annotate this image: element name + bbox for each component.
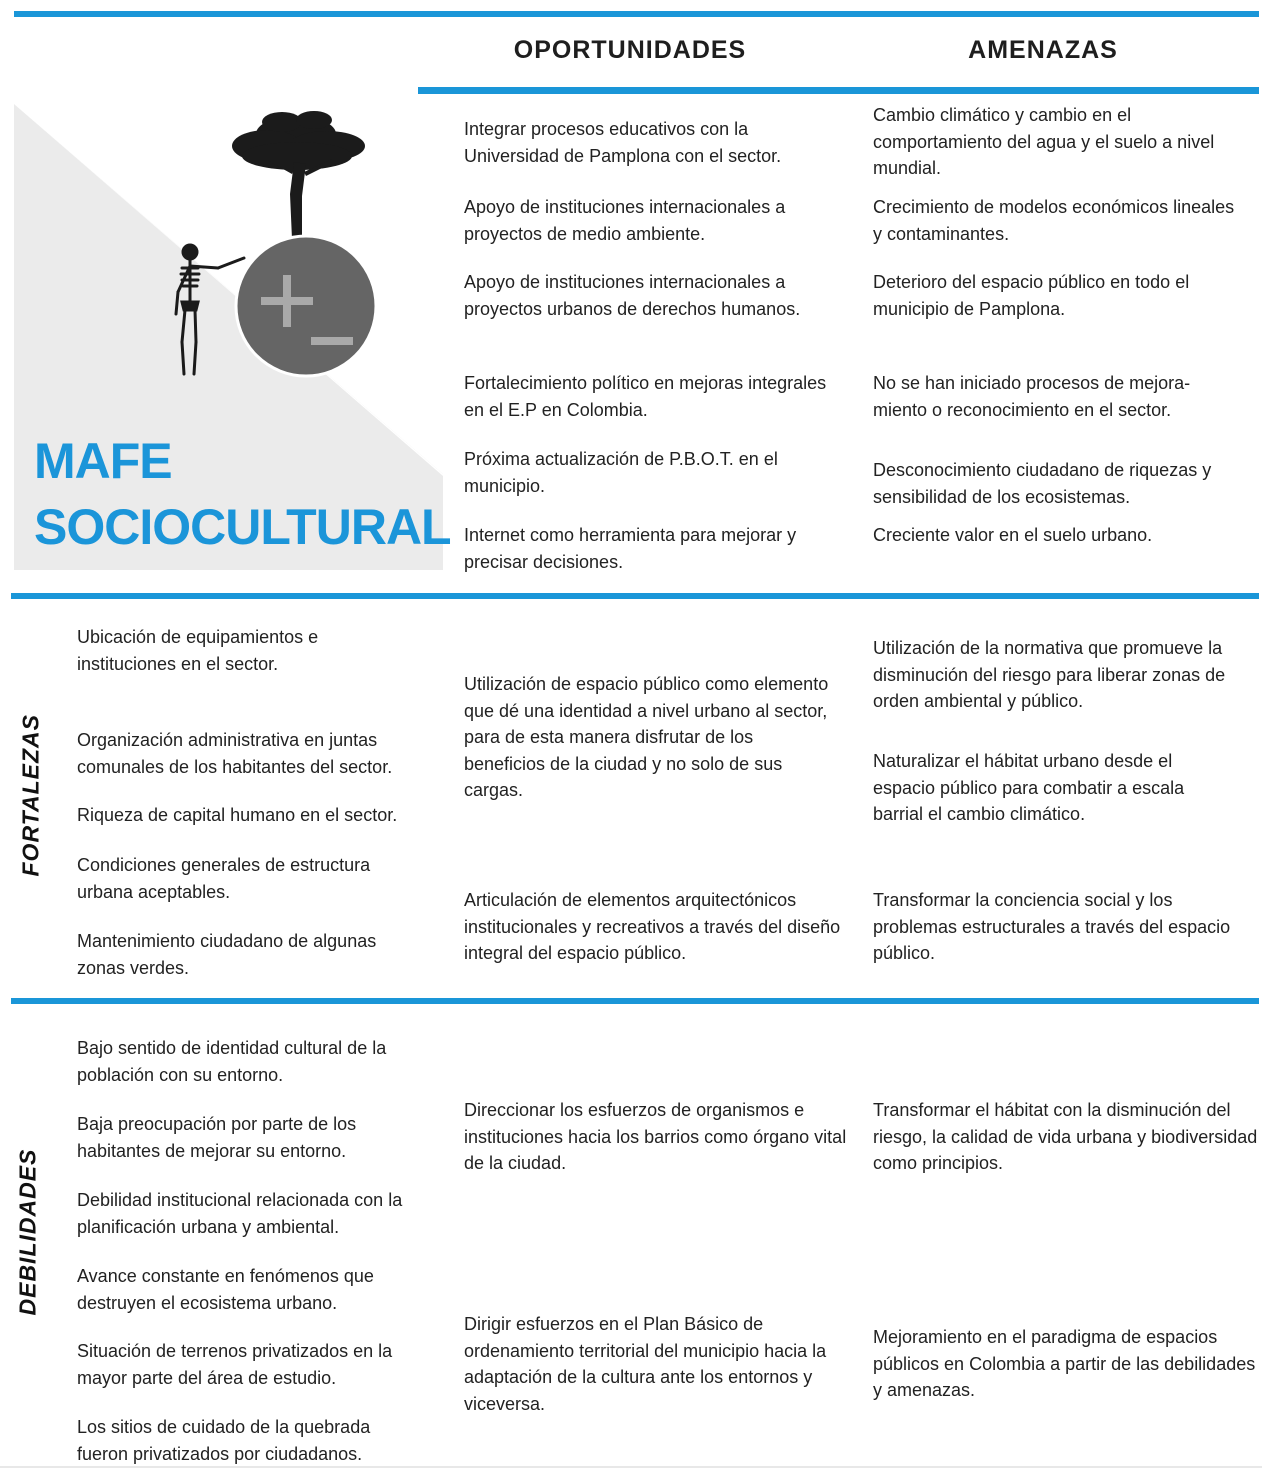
da-strategy-item: Transformar el hábitat con la disminució… — [873, 1100, 1258, 1173]
row-label-fortalezas: FORTALEZAS — [17, 714, 44, 877]
weakness-item: Bajo sentido de identidad cultural de la… — [77, 1038, 387, 1085]
debilidades-divider-rule — [11, 998, 1259, 1004]
weakness-item: Los sitios de cuidado de la quebrada fue… — [77, 1417, 371, 1464]
threat-item: Desconocimiento ciudadano de riquezas y … — [873, 460, 1212, 507]
fo-strategy-item: Utilización de espacio público como elem… — [464, 674, 829, 800]
threat-item: Deterioro del espacio público en todo el… — [873, 272, 1190, 319]
opportunity-item: Internet como herramienta para mejorar y… — [464, 525, 797, 572]
do-strategy-item: Direccionar los esfuerzos de organismos … — [464, 1100, 847, 1173]
hero-title-line1: MAFE — [34, 433, 173, 489]
column-header-opportunities: OPORTUNIDADES — [513, 36, 747, 64]
threat-item: Crecimiento de modelos económicos lineal… — [873, 197, 1235, 244]
strength-item: Condiciones generales de estructura urba… — [77, 855, 371, 902]
opportunity-item: Apoyo de instituciones internacionales a… — [464, 197, 786, 244]
hero-diagonal-white — [14, 104, 443, 474]
fa-strategy-item: Utilización de la normativa que promueve… — [873, 638, 1226, 711]
threat-item: Cambio climático y cambio en el comporta… — [873, 105, 1215, 178]
strength-item: Riqueza de capital humano en el sector. — [77, 805, 398, 825]
header-underline-rule — [418, 87, 1259, 94]
strength-item: Ubicación de equipamientos e institucion… — [77, 627, 319, 674]
fa-strategy-item: Transformar la conciencia social y los p… — [873, 890, 1231, 963]
column-header-threats: AMENAZAS — [968, 36, 1118, 64]
skeleton-figure-icon — [174, 243, 246, 376]
weakness-item: Avance constante en fenómenos que destru… — [77, 1266, 374, 1313]
threat-item: Creciente valor en el suelo urbano. — [873, 525, 1153, 545]
fortalezas-divider-rule — [11, 593, 1259, 599]
plus-minus-icon — [234, 234, 378, 378]
strength-item: Organización administrativa en juntas co… — [77, 730, 393, 777]
weakness-item: Debilidad institucional relacionada con … — [77, 1190, 403, 1237]
tree-icon — [232, 111, 365, 239]
opportunity-item: Apoyo de instituciones internacionales a… — [464, 272, 801, 319]
row-label-debilidades: DEBILIDADES — [14, 1148, 41, 1316]
fa-strategy-item: Naturalizar el hábitat urbano desde el e… — [873, 751, 1185, 824]
top-rule — [14, 11, 1259, 17]
weakness-item: Situación de terrenos privatizados en la… — [77, 1341, 393, 1388]
hero-title-line2: SOCIOCULTURAL — [34, 499, 452, 555]
opportunity-item: Integrar procesos educativos con la Univ… — [464, 119, 782, 166]
bottom-edge-line — [0, 1466, 1262, 1468]
opportunity-item: Fortalecimiento político en mejoras inte… — [464, 373, 827, 420]
fo-strategy-item: Articulación de elementos arquitectónico… — [464, 890, 841, 963]
do-strategy-item: Dirigir esfuerzos en el Plan Básico de o… — [464, 1314, 827, 1414]
weakness-item: Baja preocupación por parte de los habit… — [77, 1114, 357, 1161]
opportunity-item: Próxima actualización de P.B.O.T. en el … — [464, 449, 778, 496]
threat-item: No se han iniciado procesos de mejora-mi… — [873, 373, 1191, 420]
strength-item: Mantenimiento ciudadano de algunas zonas… — [77, 931, 377, 978]
da-strategy-item: Mejoramiento en el paradigma de espacios… — [873, 1327, 1256, 1400]
